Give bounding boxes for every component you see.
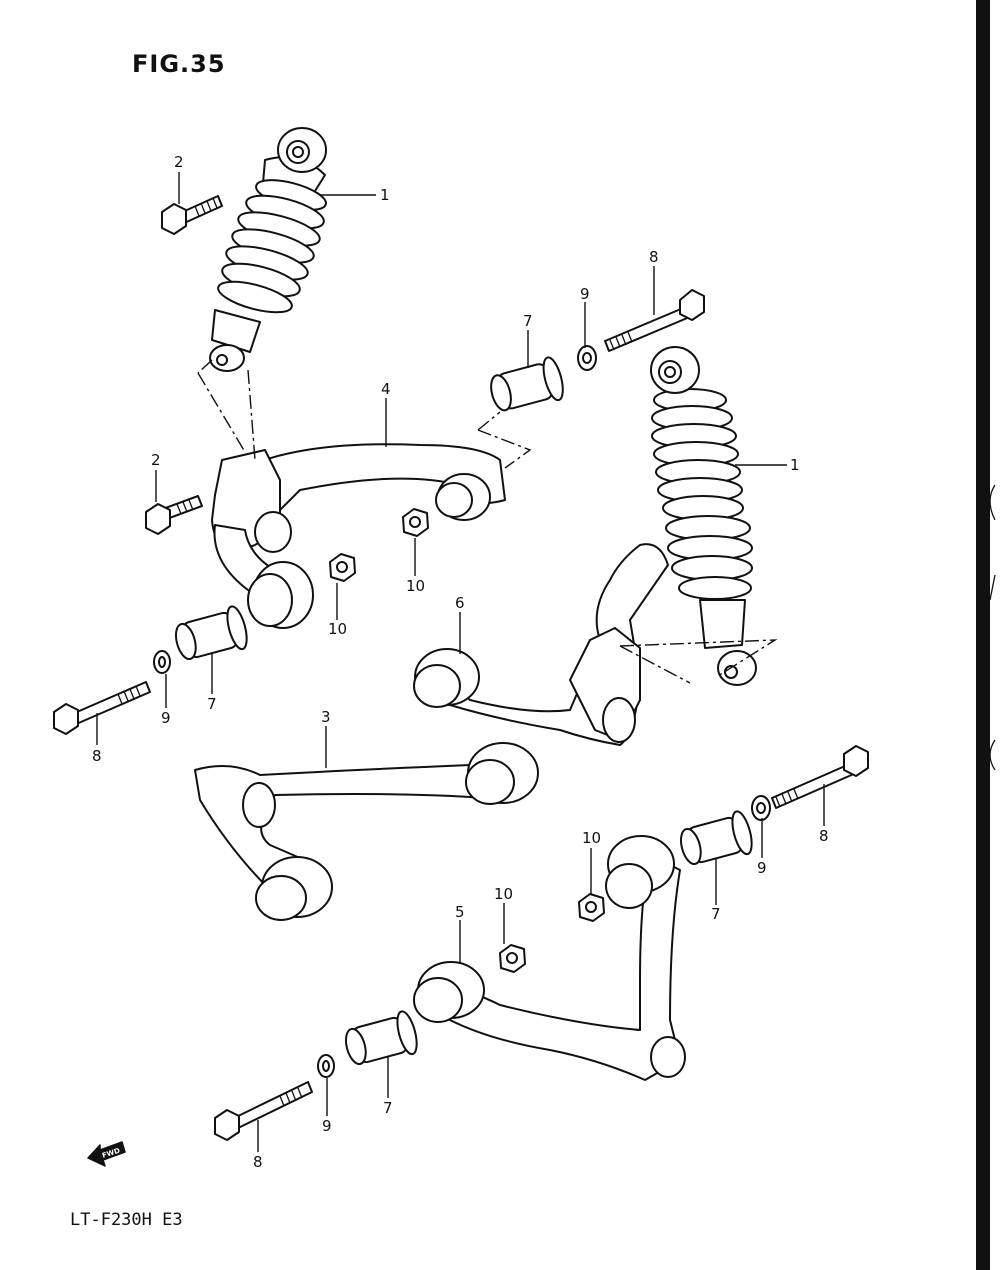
upper-arm-left	[211, 443, 506, 629]
callout-10: 10	[494, 885, 513, 903]
nut-set	[329, 508, 605, 973]
fwd-arrow-icon: FWD	[87, 1141, 126, 1167]
washer-set	[153, 345, 771, 1078]
callout-6: 6	[455, 594, 465, 612]
shock-absorber-upper	[209, 127, 327, 372]
callout-8: 8	[819, 827, 829, 845]
model-code: LT-F230H E3	[70, 1210, 183, 1230]
lower-arm-right	[413, 835, 686, 1081]
upper-arm-right	[413, 543, 669, 746]
callout-labels: 1 1 2 2 3 4 5 6 7 7 7 7 8 8 8 8 9 9 9 9 …	[92, 153, 829, 1171]
callout-9: 9	[161, 709, 171, 727]
callout-9: 9	[757, 859, 767, 877]
callout-1: 1	[380, 186, 390, 204]
callout-2: 2	[174, 153, 184, 171]
shock-absorber-lower	[650, 346, 757, 686]
leader-lines	[96, 172, 825, 1152]
adjacent-page-edge	[989, 484, 996, 771]
bolt-set-long	[53, 289, 869, 1141]
callout-10: 10	[328, 620, 347, 638]
callout-8: 8	[92, 747, 102, 765]
callout-2: 2	[151, 451, 161, 469]
lower-arm-left	[194, 742, 539, 921]
callout-7: 7	[523, 312, 533, 330]
assembly-lines	[197, 359, 778, 684]
bolt-set-short	[145, 195, 223, 535]
callout-4: 4	[381, 380, 391, 398]
callout-9: 9	[580, 285, 590, 303]
callout-10: 10	[582, 829, 601, 847]
callout-7: 7	[711, 905, 721, 923]
callout-10: 10	[406, 577, 425, 595]
callout-9: 9	[322, 1117, 332, 1135]
figure-title: FIG.35	[132, 50, 226, 78]
callout-3: 3	[321, 708, 331, 726]
callout-8: 8	[253, 1153, 263, 1171]
callout-7: 7	[207, 695, 217, 713]
callout-8: 8	[649, 248, 659, 266]
callout-1: 1	[790, 456, 800, 474]
bushing-set	[174, 356, 753, 1066]
callout-7: 7	[383, 1099, 393, 1117]
callout-5: 5	[455, 903, 465, 921]
